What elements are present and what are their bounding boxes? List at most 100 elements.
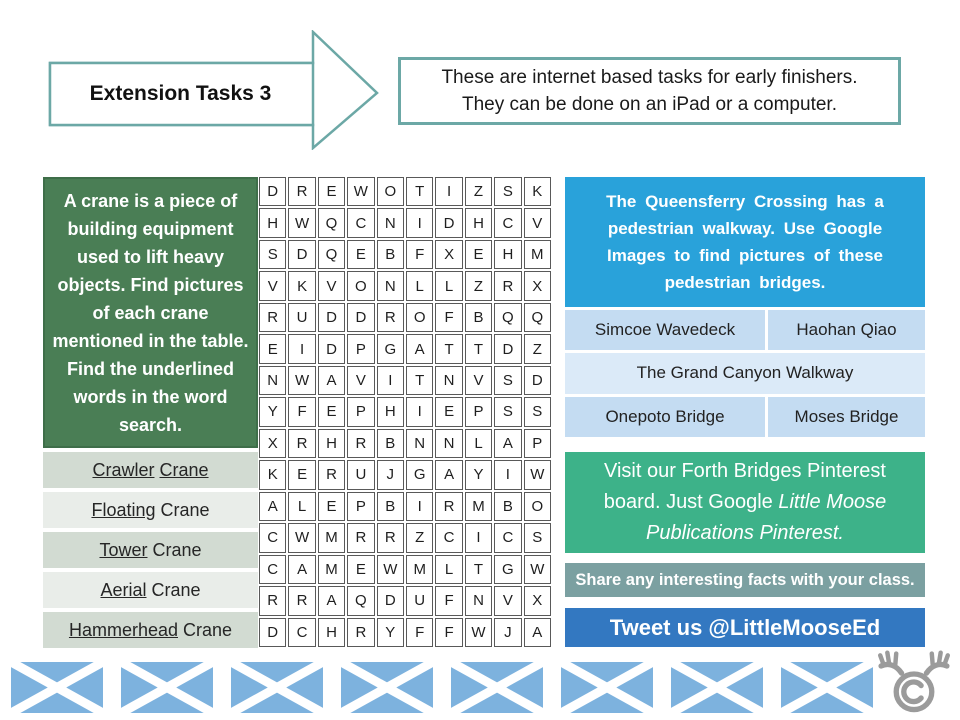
word-search-cell: A (288, 554, 316, 585)
word-search-cell: M (317, 523, 346, 553)
word-search-cell: C (259, 554, 287, 585)
word-search-cell: F (435, 617, 463, 647)
crane-word: Crane (147, 539, 202, 560)
word-search-cell: R (317, 460, 346, 490)
word-search-cell: J (376, 460, 404, 490)
word-search-cell: O (347, 271, 375, 301)
word-search-cell: P (523, 428, 551, 459)
word-search-cell: R (288, 177, 316, 207)
word-search-cell: P (347, 334, 375, 364)
word-search-cell: A (435, 460, 463, 490)
word-search-cell: M (464, 491, 493, 522)
word-search-cell: C (435, 523, 463, 553)
word-search-cell: P (347, 491, 375, 522)
word-search-cell: X (435, 239, 463, 270)
word-search-cell: W (523, 460, 551, 490)
word-search-cell: N (376, 271, 404, 301)
word-search-cell: U (347, 460, 375, 490)
word-search-cell: D (347, 302, 375, 333)
word-search-cell: G (405, 460, 434, 490)
page-title: Extension Tasks 3 (89, 82, 272, 105)
word-search-cell: L (405, 271, 434, 301)
word-search-cell: Y (464, 460, 493, 490)
word-search-cell: R (259, 302, 287, 333)
word-search-cell: B (494, 491, 522, 522)
crane-word: Crane (178, 619, 233, 640)
crane-table-row: Crawler Crane (43, 452, 258, 488)
crane-table-row: Tower Crane (43, 532, 258, 568)
word-search-cell: R (347, 617, 375, 647)
word-search-cell: Q (317, 239, 346, 270)
word-search-cell: O (376, 177, 404, 207)
word-search-cell: W (376, 554, 404, 585)
word-search-cell: E (259, 334, 287, 364)
word-search-cell: Z (405, 523, 434, 553)
word-search-cell: T (435, 334, 463, 364)
bridge-name-cell: Onepoto Bridge (565, 396, 765, 437)
crane-word: Hammerhead (68, 619, 178, 640)
tweet-banner: Tweet us @LittleMooseEd (565, 608, 925, 647)
scotland-saltire-flag (561, 662, 653, 713)
word-search-cell: R (259, 586, 287, 616)
word-search-cell: S (494, 397, 522, 427)
word-search-cell: W (288, 208, 316, 238)
word-search-cell: R (376, 302, 404, 333)
word-search-cell: W (288, 365, 316, 396)
crane-word: Crawler (92, 459, 155, 480)
word-search-cell: M (405, 554, 434, 585)
word-search-cell: S (494, 365, 522, 396)
word-search-cell: V (523, 208, 551, 238)
word-search-cell: C (288, 617, 316, 647)
pinterest-note-italic: Little Moose Publications Pinterest. (646, 491, 887, 544)
word-search-cell: H (376, 397, 404, 427)
word-search-cell: T (464, 334, 493, 364)
word-search-cell: O (523, 491, 551, 522)
word-search-cell: D (259, 177, 287, 207)
word-search-cell: M (523, 239, 551, 270)
word-search-cell: O (405, 302, 434, 333)
word-search-cell: R (288, 586, 316, 616)
scotland-saltire-flag (781, 662, 873, 713)
word-search-cell: E (347, 554, 375, 585)
word-search-cell: H (259, 208, 287, 238)
bridge-name-cell: Moses Bridge (768, 396, 925, 437)
word-search-cell: A (523, 617, 551, 647)
word-search-cell: M (317, 554, 346, 585)
word-search-cell: N (259, 365, 287, 396)
word-search-cell: R (347, 523, 375, 553)
word-search-cell: E (317, 491, 346, 522)
word-search-cell: D (317, 334, 346, 364)
word-search-cell: F (435, 586, 463, 616)
word-search-cell: H (317, 617, 346, 647)
word-search-cell: I (494, 460, 522, 490)
word-search-cell: D (523, 365, 551, 396)
word-search-cell: R (347, 428, 375, 459)
intro-line-2: They can be done on an iPad or a compute… (462, 94, 837, 115)
flag-row (11, 662, 873, 713)
word-search-cell: B (376, 239, 404, 270)
word-search-cell: E (288, 460, 316, 490)
word-search-cell: W (288, 523, 316, 553)
crane-word: Crane (146, 579, 201, 600)
word-search-cell: S (523, 397, 551, 427)
bridge-name-cell: Haohan Qiao (768, 310, 925, 351)
scotland-saltire-flag (121, 662, 213, 713)
word-search-cell: D (259, 617, 287, 647)
word-search-cell: A (494, 428, 522, 459)
scotland-saltire-flag (231, 662, 323, 713)
word-search-cell: Y (376, 617, 404, 647)
word-search-cell: H (464, 208, 493, 238)
crane-table-row: Floating Crane (43, 492, 258, 528)
word-search-cell: C (347, 208, 375, 238)
scotland-saltire-flag (341, 662, 433, 713)
word-search-cell: I (405, 397, 434, 427)
word-search-cell: U (405, 586, 434, 616)
word-search-cell: L (288, 491, 316, 522)
crane-word: Tower (99, 539, 148, 560)
word-search-cell: W (347, 177, 375, 207)
word-search-cell: T (464, 554, 493, 585)
word-search-cell: V (464, 365, 493, 396)
